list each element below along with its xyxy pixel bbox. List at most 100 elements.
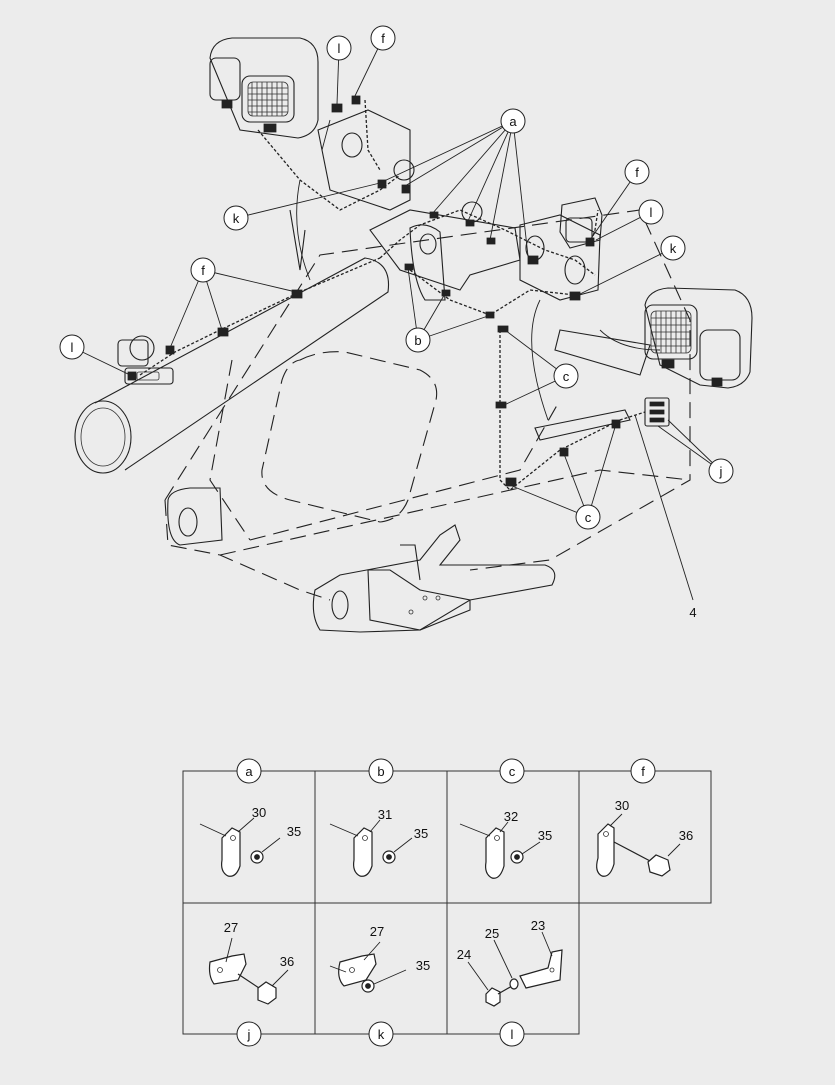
bolt-head <box>257 981 277 1005</box>
frame-window <box>261 351 438 523</box>
clamp-hole <box>230 835 236 841</box>
leader-k-left <box>235 182 381 219</box>
callout-bubbles: a f l k f l b f l k c c j 4 <box>59 25 734 620</box>
clamp-hole <box>603 831 609 837</box>
left-axle-end-inner <box>80 407 126 467</box>
grommet <box>393 159 415 181</box>
detail-b-leaders <box>329 819 413 853</box>
clip <box>486 237 496 245</box>
left-axle-end <box>74 400 132 474</box>
rear-link <box>289 209 306 271</box>
part-num: 31 <box>378 807 392 822</box>
harness-clips <box>127 95 621 487</box>
harness-loop-2 <box>531 299 549 421</box>
svg-text:b: b <box>414 333 421 348</box>
rear-lamp-bracket <box>124 367 174 385</box>
callout-c-mid: c <box>553 363 579 389</box>
small-light-housing <box>559 197 603 249</box>
clip <box>527 255 539 265</box>
leader-a <box>381 120 529 257</box>
clip <box>331 103 343 113</box>
right-mount <box>519 214 601 301</box>
svg-text:f: f <box>201 263 205 278</box>
clamp-part <box>596 823 615 877</box>
light-lens-frame <box>644 304 698 360</box>
center-lug-hole <box>419 233 437 255</box>
part-num: 36 <box>679 828 693 843</box>
light-housing-front <box>699 329 741 381</box>
washer-part <box>509 978 519 990</box>
frame-assembly <box>74 109 691 633</box>
detail-l-parts: 24 25 23 <box>457 918 563 1007</box>
hitch-bracket <box>367 569 471 631</box>
callout-f-left: f <box>190 257 216 283</box>
grommet <box>461 201 483 223</box>
detail-j-leaders <box>225 937 289 987</box>
work-light-right <box>644 287 753 389</box>
bracket-hole <box>349 967 355 973</box>
detail-c-parts: 32 35 <box>459 809 552 879</box>
callout-f-right: f <box>624 159 650 185</box>
harness-center-run <box>379 209 596 276</box>
callout-l-left: l <box>59 334 85 360</box>
clip <box>485 311 495 319</box>
svg-text:j: j <box>247 1027 251 1042</box>
bolt-shank <box>497 985 513 995</box>
svg-text:a: a <box>509 114 517 129</box>
nut-core <box>386 854 392 860</box>
harness-upper-left <box>257 129 401 211</box>
detail-k-parts: 27 35 <box>329 924 430 993</box>
leader-f-right <box>589 171 638 241</box>
detail-a-leaders <box>199 817 281 853</box>
harness-mid-run <box>409 269 576 316</box>
left-lug <box>167 487 223 546</box>
clamp-hole <box>494 835 500 841</box>
light-grid-lines <box>651 311 691 353</box>
small-light-right <box>559 197 603 249</box>
clamp-part <box>353 827 373 877</box>
clip <box>429 211 439 219</box>
clip <box>497 325 509 333</box>
detail-c-leaders <box>459 821 541 855</box>
light-housing <box>644 287 753 389</box>
clip <box>351 95 361 105</box>
part-num: 24 <box>457 947 471 962</box>
detail-f-leaders <box>609 813 681 857</box>
nut-core <box>514 854 520 860</box>
upper-left-mount <box>317 109 411 211</box>
detail-header-f: f <box>630 758 656 784</box>
detail-header-k: k <box>368 1021 394 1047</box>
svg-text:a: a <box>245 764 253 779</box>
frame-outline-lower <box>164 499 331 601</box>
detail-b-parts: 31 35 <box>329 807 428 877</box>
svg-text:b: b <box>377 764 384 779</box>
detail-header-a: a <box>236 758 262 784</box>
frame-outline-mid <box>219 469 691 556</box>
svg-text:l: l <box>71 340 74 355</box>
hitch-tab <box>400 544 421 581</box>
callout-c-low: c <box>575 504 601 530</box>
part-num: 36 <box>280 954 294 969</box>
clamp-part <box>485 827 505 879</box>
part-num: 35 <box>414 826 428 841</box>
svg-text:l: l <box>650 205 653 220</box>
detail-cell-j <box>182 902 316 1035</box>
upper-left-mount-hole <box>341 132 363 158</box>
callout-a-top: a <box>500 108 526 134</box>
detail-f-parts: 30 36 <box>596 798 693 877</box>
rear-lamp-slot <box>136 371 160 381</box>
callout-l-right: l <box>638 199 664 225</box>
lower-bar <box>534 409 631 441</box>
clip <box>495 401 507 409</box>
clip <box>569 291 581 301</box>
callout-k-right: k <box>660 235 686 261</box>
light-grid-lines <box>248 82 288 116</box>
nut-core <box>254 854 260 860</box>
leader-k-right <box>575 247 674 297</box>
bolt-head <box>485 987 501 1007</box>
detail-k-leaders <box>329 941 407 985</box>
hitch-bolt <box>408 609 414 615</box>
callout-b-mid: b <box>405 327 431 353</box>
